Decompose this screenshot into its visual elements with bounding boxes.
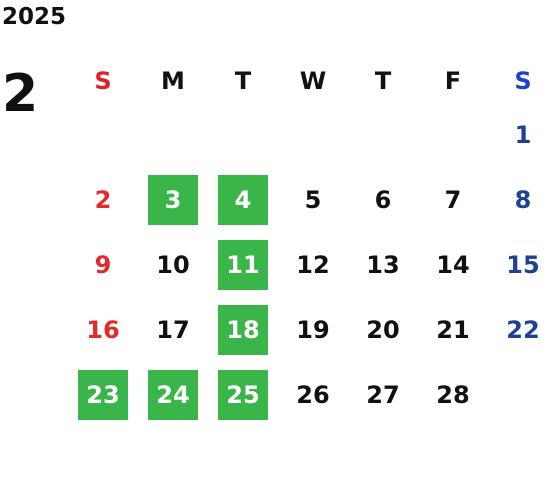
day-cell [68, 102, 138, 167]
day-cell: 24 [138, 362, 208, 427]
day-cell [488, 362, 548, 427]
day-number: 9 [94, 250, 112, 279]
weekday-header-sunday: S [94, 67, 112, 95]
day-number: 12 [296, 250, 330, 279]
day-number: 19 [296, 315, 330, 344]
day-number: 1 [514, 120, 532, 149]
day-number [288, 110, 338, 160]
day-number: 20 [366, 315, 400, 344]
day-cell [348, 102, 418, 167]
day-number: 13 [366, 250, 400, 279]
day-cell: 8 [488, 167, 548, 232]
day-cell: 25 [208, 362, 278, 427]
day-number: 15 [506, 250, 540, 279]
weekday-header-wednesday: W [299, 67, 327, 95]
day-cell: 23 [68, 362, 138, 427]
day-number: 14 [436, 250, 470, 279]
highlighted-day-number: 4 [218, 174, 268, 225]
day-cell: 20 [348, 297, 418, 362]
day-cell: 26 [278, 362, 348, 427]
calendar-grid: S M T W T F S 1 2 3 4 5 6 7 8 9 10 11 12… [68, 60, 548, 427]
day-cell: 15 [488, 232, 548, 297]
day-number: 27 [366, 380, 400, 409]
day-cell: 7 [418, 167, 488, 232]
day-cell: 4 [208, 167, 278, 232]
day-number: 22 [506, 315, 540, 344]
highlighted-day-number: 24 [148, 369, 198, 420]
day-cell: 16 [68, 297, 138, 362]
day-number: 6 [374, 185, 392, 214]
day-cell: 17 [138, 297, 208, 362]
day-cell [208, 102, 278, 167]
weekday-header-tuesday: T [234, 67, 252, 95]
highlighted-day-number: 3 [148, 174, 198, 225]
weekday-header-saturday: S [514, 67, 532, 95]
day-cell: 11 [208, 232, 278, 297]
highlighted-day-number: 18 [218, 304, 268, 355]
day-number [498, 370, 548, 420]
month-label: 2 [2, 64, 39, 124]
day-number [78, 110, 128, 160]
day-number [148, 110, 198, 160]
day-cell: 21 [418, 297, 488, 362]
day-cell: 10 [138, 232, 208, 297]
day-cell: 27 [348, 362, 418, 427]
day-cell: 9 [68, 232, 138, 297]
year-label: 2025 [2, 4, 67, 30]
day-cell: 28 [418, 362, 488, 427]
day-number: 17 [156, 315, 190, 344]
day-number: 28 [436, 380, 470, 409]
day-number: 26 [296, 380, 330, 409]
day-cell: 5 [278, 167, 348, 232]
day-cell: 3 [138, 167, 208, 232]
day-cell: 22 [488, 297, 548, 362]
weekday-header-monday: M [161, 67, 185, 95]
highlighted-day-number: 23 [78, 369, 128, 420]
day-cell: 14 [418, 232, 488, 297]
day-number [358, 110, 408, 160]
day-number [428, 110, 478, 160]
weekday-header-thursday: T [374, 67, 392, 95]
day-number: 10 [156, 250, 190, 279]
day-cell [418, 102, 488, 167]
day-cell [278, 102, 348, 167]
weekday-header-friday: F [444, 67, 462, 95]
highlighted-day-number: 25 [218, 369, 268, 420]
day-number: 5 [304, 185, 322, 214]
day-number: 2 [94, 185, 112, 214]
day-number [218, 110, 268, 160]
day-cell: 18 [208, 297, 278, 362]
day-cell: 1 [488, 102, 548, 167]
highlighted-day-number: 11 [218, 239, 268, 290]
day-number: 8 [514, 185, 532, 214]
day-cell: 19 [278, 297, 348, 362]
day-cell [138, 102, 208, 167]
day-number: 21 [436, 315, 470, 344]
day-number: 16 [86, 315, 120, 344]
day-cell: 12 [278, 232, 348, 297]
day-cell: 6 [348, 167, 418, 232]
day-cell: 2 [68, 167, 138, 232]
day-number: 7 [444, 185, 462, 214]
day-cell: 13 [348, 232, 418, 297]
